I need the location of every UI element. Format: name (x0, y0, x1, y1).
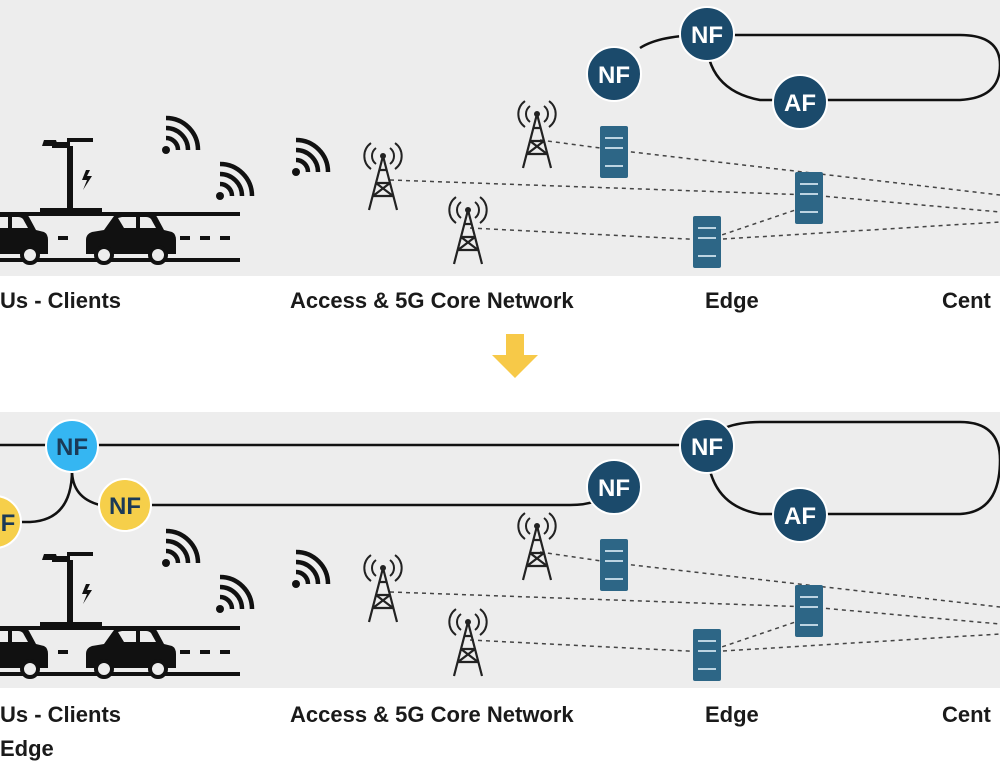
bottom-branch-line-left (10, 469, 74, 524)
top-control-loop-line (639, 33, 1000, 102)
bottom-node-nf-blue: NF (45, 419, 99, 473)
bottom-node-nf-top-text: NF (691, 434, 723, 461)
bottom-node-f-yellow-text: F (1, 510, 16, 537)
top-label-central: Cent (942, 288, 992, 313)
top-edge-server-icon-1 (599, 125, 629, 179)
bottom-node-nf-yellow-text: NF (109, 493, 141, 520)
bottom-node-nf-blue-text: NF (56, 434, 88, 461)
bottom-edge-server-icon-2 (794, 584, 824, 638)
top-node-af-text: AF (784, 90, 816, 117)
top-label-access-network: Access & 5G Core Network (290, 288, 574, 313)
top-node-nf-top: NF (679, 6, 735, 62)
top-label-edge: Edge (705, 288, 759, 313)
bottom-label-edge: Edge (705, 702, 759, 727)
bottom-node-af-text: AF (784, 503, 816, 530)
bottom-label-access-network: Access & 5G Core Network (290, 702, 574, 727)
bottom-edge-server-icon-3 (692, 628, 722, 682)
top-edge-server-icon-2 (794, 171, 824, 225)
bottom-node-nf-yellow: NF (98, 478, 152, 532)
bottom-label-central: Cent (942, 702, 992, 727)
bottom-node-nf-core-text: NF (598, 475, 630, 502)
bottom-edge-server-icon-1 (599, 538, 629, 592)
top-node-nf-left: NF (586, 46, 642, 102)
top-label-clients: Us - Clients (0, 288, 121, 313)
top-node-nf-top-text: NF (691, 22, 723, 49)
bottom-node-f-yellow-partial: F (0, 495, 22, 549)
bottom-node-af: AF (772, 487, 828, 543)
down-arrow-icon (492, 334, 538, 378)
top-node-af: AF (772, 74, 828, 130)
bottom-label-clients-edge: Edge (0, 736, 54, 761)
bottom-node-nf-core: NF (586, 459, 642, 515)
top-node-nf-left-text: NF (598, 62, 630, 89)
top-edge-server-icon-3 (692, 215, 722, 269)
bottom-label-clients: Us - Clients (0, 702, 121, 727)
bottom-branch-line-right (70, 469, 101, 507)
bottom-node-nf-top: NF (679, 418, 735, 474)
